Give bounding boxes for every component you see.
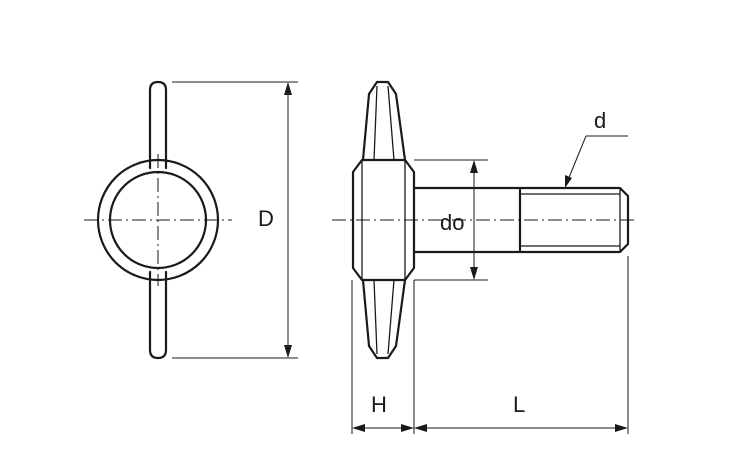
arrow-d [565, 175, 572, 188]
side-view-upper-wing-edge-1 [373, 85, 378, 161]
label-d: d [594, 108, 606, 133]
label-L: L [513, 392, 525, 417]
dimension-D: D [172, 81, 298, 359]
side-view-lower-wing [361, 278, 407, 360]
front-view-upper-wing [148, 80, 168, 170]
arrow-do-top [470, 160, 478, 173]
side-view-lower-wing-edge-2 [387, 279, 395, 355]
dimension-H-L: H L [351, 256, 629, 434]
dimension-d: d [565, 108, 628, 188]
side-view-lower-wing-edge-1 [373, 279, 378, 355]
arrow-L-right [615, 424, 628, 432]
arrow-H-right [401, 424, 414, 432]
arrow-L-left [414, 424, 427, 432]
arrow-do-bottom [470, 267, 478, 280]
side-view-upper-wing [361, 80, 407, 162]
arrow-D-bottom [284, 345, 292, 358]
label-H: H [371, 392, 387, 417]
side-view-upper-wing-edge-2 [387, 85, 395, 161]
leader-line-d-diagonal [567, 135, 587, 181]
front-view-lower-wing [148, 270, 168, 360]
side-view [332, 80, 636, 360]
dimension-do: do [414, 159, 488, 281]
front-view [84, 80, 232, 360]
arrow-D-top [284, 82, 292, 95]
label-D: D [258, 206, 274, 231]
label-do: do [440, 210, 464, 235]
arrow-H-left [352, 424, 365, 432]
